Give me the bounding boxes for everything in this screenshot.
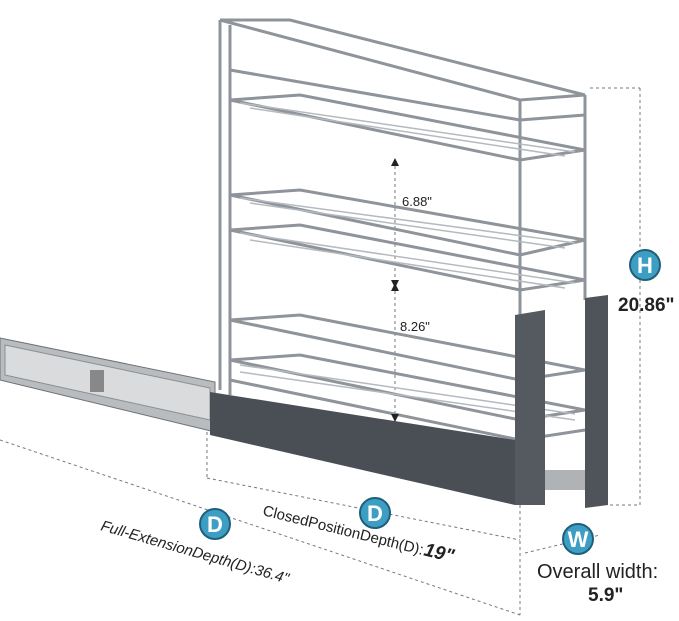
height-badge: H bbox=[629, 249, 661, 281]
width-label: Overall width: bbox=[537, 561, 658, 583]
chrome-wire-frame bbox=[218, 18, 587, 442]
label-word: 19" bbox=[422, 540, 457, 568]
drawer-slide-rail bbox=[0, 337, 216, 433]
label-word: Depth bbox=[190, 544, 233, 571]
label-word: (D): bbox=[229, 555, 258, 578]
height-value: 20.86" bbox=[618, 295, 675, 316]
grey-base bbox=[210, 295, 608, 508]
label-word: Full-Extension bbox=[99, 518, 195, 561]
label-word: Position bbox=[306, 514, 362, 543]
closed-depth-label: Closed Position Depth (D): bbox=[261, 502, 425, 558]
shelf-gap-top-label: 6.88" bbox=[402, 194, 432, 209]
svg-text:H: H bbox=[637, 253, 653, 278]
label-word: (D): bbox=[397, 536, 425, 559]
label-word: 36.4" bbox=[253, 562, 292, 588]
closed-depth-badge: D bbox=[359, 497, 391, 529]
svg-text:W: W bbox=[568, 527, 589, 552]
svg-text:D: D bbox=[367, 501, 383, 526]
shelf-wires bbox=[239, 102, 576, 421]
full-depth-badge: D bbox=[199, 508, 231, 540]
shelf-gap-bottom-label: 8.26" bbox=[400, 319, 430, 334]
label-word: Closed bbox=[261, 502, 310, 530]
label-word: Depth bbox=[358, 527, 401, 553]
width-badge: W bbox=[562, 523, 594, 555]
svg-text:D: D bbox=[207, 512, 223, 537]
closed-depth-value: 19" bbox=[422, 540, 457, 568]
width-value: 5.9" bbox=[588, 585, 623, 606]
shelf-gap-arrows bbox=[391, 158, 399, 422]
